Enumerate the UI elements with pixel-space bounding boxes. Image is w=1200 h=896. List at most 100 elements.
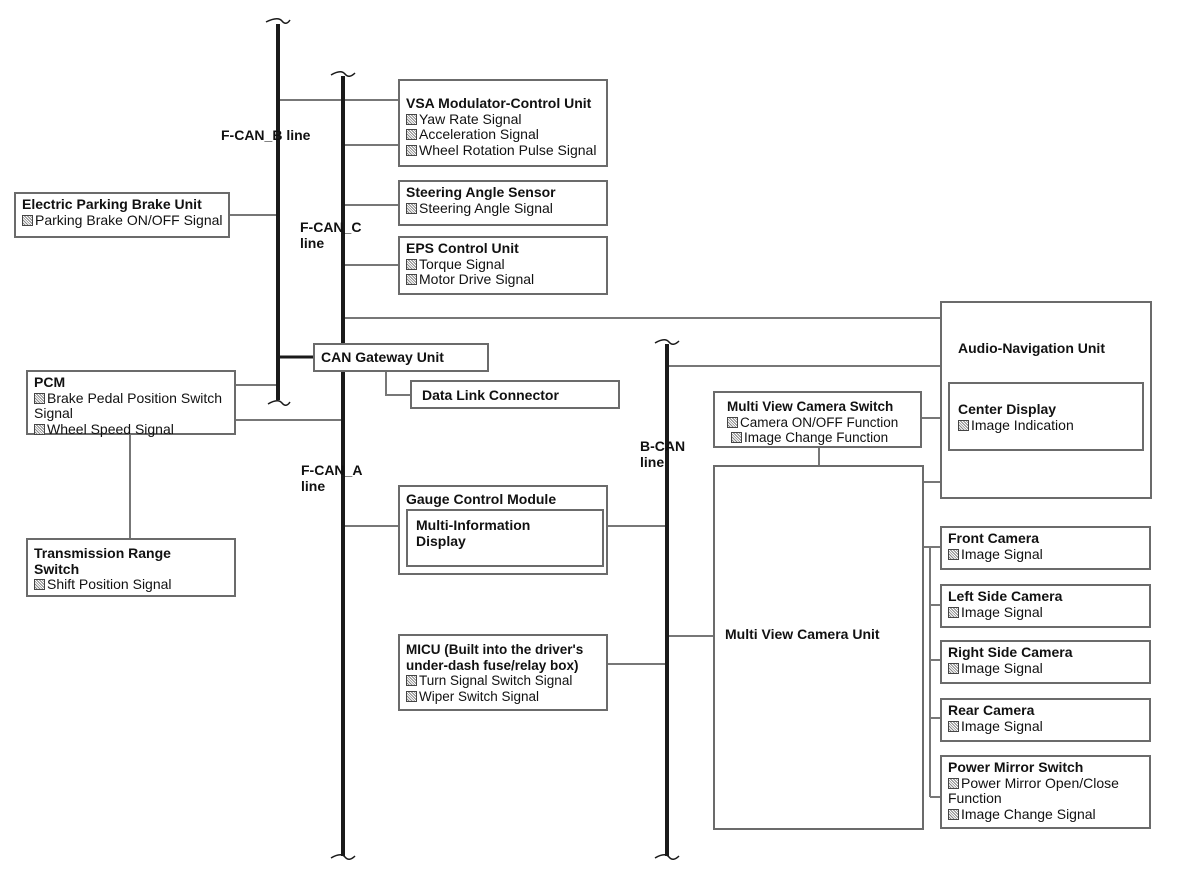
signal-icon xyxy=(34,392,45,404)
right-side-camera-box: Right Side Camera Image Signal xyxy=(940,640,1151,684)
power-mirror-switch-box: Power Mirror Switch Power Mirror Open/Cl… xyxy=(940,755,1151,829)
steering-signal-row: Steering Angle Signal xyxy=(406,199,600,217)
center-display-signal-row: Image Indication xyxy=(958,416,1134,434)
pcm-title: PCM xyxy=(34,374,66,390)
center-display-signal: Image Indication xyxy=(971,416,1074,433)
signal-icon xyxy=(406,258,417,270)
signal-icon xyxy=(727,416,738,428)
micu-signal-row: Turn Signal Switch Signal xyxy=(406,673,600,689)
trs-signal-row: Shift Position Signal xyxy=(34,576,228,593)
signal-icon xyxy=(948,720,959,732)
signal-icon xyxy=(406,690,417,702)
fcan-a-label-line1: F-CAN_A xyxy=(301,462,363,478)
vsa-unit-box: VSA Modulator-Control Unit Yaw Rate Sign… xyxy=(398,79,608,167)
fcan-c-line-label: F-CAN_C line xyxy=(300,219,362,251)
rear-camera-signal-row: Image Signal xyxy=(948,717,1143,735)
rear-camera-title: Rear Camera xyxy=(948,702,1035,718)
signal-icon xyxy=(406,675,417,686)
mirror-switch-signal-row: Power Mirror Open/Close xyxy=(948,774,1143,792)
trs-title-line1: Transmission Range xyxy=(34,545,171,561)
mirror-switch-title: Power Mirror Switch xyxy=(948,759,1084,775)
data-link-connector-box: Data Link Connector xyxy=(410,380,620,409)
left-side-camera-box: Left Side Camera Image Signal xyxy=(940,584,1151,628)
signal-icon xyxy=(958,419,969,431)
micu-signal-2: Wiper Switch Signal xyxy=(419,688,540,704)
multi-view-camera-switch-box: Multi View Camera Switch Camera ON/OFF F… xyxy=(713,391,922,448)
can-gateway-unit-box: CAN Gateway Unit xyxy=(313,343,489,372)
mirror-switch-signal-1: Power Mirror Open/Close xyxy=(961,774,1119,791)
fcan-a-label-line2: line xyxy=(301,477,326,494)
signal-icon xyxy=(948,662,959,674)
right-camera-signal-row: Image Signal xyxy=(948,659,1143,677)
signal-icon xyxy=(406,113,417,125)
fcan-a-line-label: F-CAN_A line xyxy=(301,462,363,494)
fcan-c-label-line1: F-CAN_C xyxy=(300,219,362,235)
mid-title-line2: Display xyxy=(416,532,466,549)
vsa-title: VSA Modulator-Control Unit xyxy=(406,95,592,111)
signal-icon xyxy=(34,423,45,435)
steering-sensor-title: Steering Angle Sensor xyxy=(406,184,556,200)
bcan-bottom-break xyxy=(654,854,680,860)
micu-signal-row: Wiper Switch Signal xyxy=(406,689,600,705)
bcan-line-label: B-CAN line xyxy=(640,438,686,470)
right-camera-title: Right Side Camera xyxy=(948,644,1073,660)
audio-nav-title: Audio-Navigation Unit xyxy=(958,340,1105,356)
eps-signal-row: Torque Signal xyxy=(406,255,600,273)
fcan-c-label-line2: line xyxy=(300,234,325,251)
epb-title: Electric Parking Brake Unit xyxy=(22,196,202,212)
micu-signal-1: Turn Signal Switch Signal xyxy=(419,673,573,688)
eps-signal-row: Motor Drive Signal xyxy=(406,271,600,288)
front-camera-signal: Image Signal xyxy=(961,545,1043,562)
vsa-signal-3: Wheel Rotation Pulse Signal xyxy=(419,141,597,158)
front-camera-title: Front Camera xyxy=(948,530,1040,546)
eps-control-unit-box: EPS Control Unit Torque Signal Motor Dri… xyxy=(398,236,608,295)
transmission-range-switch-box: Transmission Range Switch Shift Position… xyxy=(26,538,236,597)
eps-signal-1: Torque Signal xyxy=(419,255,505,272)
gauge-title: Gauge Control Module xyxy=(406,491,557,507)
fcan-b-line-label: F-CAN_B line xyxy=(221,127,311,143)
steering-signal-1: Steering Angle Signal xyxy=(419,199,553,216)
vsa-signal-row: Yaw Rate Signal xyxy=(406,111,600,128)
signal-icon xyxy=(34,579,45,590)
multi-view-camera-unit-box: Multi View Camera Unit xyxy=(713,465,924,830)
right-camera-signal: Image Signal xyxy=(961,659,1043,676)
micu-title-line1: MICU (Built into the driver's xyxy=(406,642,584,657)
trs-title-line2: Switch xyxy=(34,560,80,577)
mirror-switch-signal-continuation: Function xyxy=(948,790,1002,806)
signal-icon xyxy=(406,274,417,285)
dlc-title: Data Link Connector xyxy=(422,387,559,403)
mvc-switch-signal-row: Camera ON/OFF Function xyxy=(727,415,914,431)
signal-icon xyxy=(948,808,959,820)
signal-icon xyxy=(948,777,959,789)
fcan-b-bottom-break xyxy=(267,400,291,406)
pcm-signal-row: Brake Pedal Position Switch xyxy=(34,389,228,407)
signal-icon xyxy=(22,214,33,226)
vsa-signal-row: Wheel Rotation Pulse Signal xyxy=(406,141,600,159)
signal-icon xyxy=(406,129,417,140)
front-camera-signal-row: Image Signal xyxy=(948,545,1143,563)
pcm-signal-1: Brake Pedal Position Switch xyxy=(47,389,223,406)
vsa-signal-row: Acceleration Signal xyxy=(406,126,600,143)
epb-signal-1: Parking Brake ON/OFF Signal xyxy=(35,211,223,228)
center-display-box: Center Display Image Indication xyxy=(948,382,1144,451)
fcan-b-top-break xyxy=(265,18,291,24)
gateway-title: CAN Gateway Unit xyxy=(321,349,444,365)
bcan-label-line2: line xyxy=(640,453,665,470)
signal-icon xyxy=(406,144,417,156)
left-camera-signal: Image Signal xyxy=(961,603,1043,620)
front-camera-box: Front Camera Image Signal xyxy=(940,526,1151,570)
eps-title: EPS Control Unit xyxy=(406,240,519,256)
rear-camera-signal: Image Signal xyxy=(961,717,1043,734)
electric-parking-brake-box: Electric Parking Brake Unit Parking Brak… xyxy=(14,192,230,238)
bcan-label-line1: B-CAN xyxy=(640,438,686,454)
fcan-a-bottom-break xyxy=(330,854,356,860)
left-camera-signal-row: Image Signal xyxy=(948,603,1143,621)
bcan-top-break xyxy=(654,339,680,345)
pcm-box: PCM Brake Pedal Position Switch Signal W… xyxy=(26,370,236,438)
signal-icon xyxy=(731,432,742,443)
mvc-switch-signal-1: Camera ON/OFF Function xyxy=(740,414,899,430)
eps-signal-2: Motor Drive Signal xyxy=(419,271,535,287)
center-display-title: Center Display xyxy=(958,401,1057,417)
pcm-signal-row: Wheel Speed Signal xyxy=(34,421,228,438)
